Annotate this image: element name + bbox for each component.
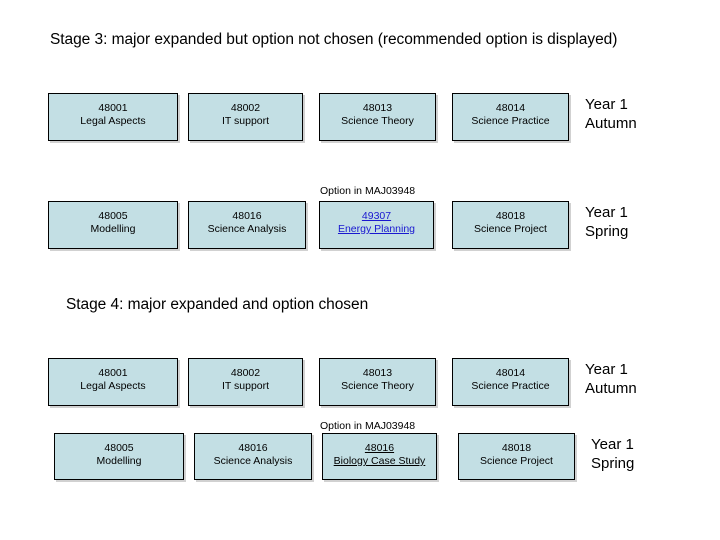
option-note: Option in MAJ03948	[320, 185, 416, 197]
term-season: Spring	[591, 455, 635, 472]
course-code: 48016	[238, 442, 268, 454]
term-label: Year 1 Spring	[585, 203, 628, 241]
term-label: Year 1 Autumn	[585, 360, 637, 398]
course-title: Science Analysis	[213, 455, 293, 467]
term-year: Year 1	[591, 436, 634, 453]
stage-4-heading: Stage 4: major expanded and option chose…	[66, 296, 369, 313]
course-title: Legal Aspects	[80, 380, 146, 392]
course-title: Science Practice	[471, 380, 550, 392]
course-box-option-chosen[interactable]: 48016 Biology Case Study	[322, 433, 437, 480]
course-box[interactable]: 48001 Legal Aspects	[48, 93, 178, 141]
course-code: 48002	[230, 102, 261, 114]
course-code: 48018	[495, 210, 526, 222]
term-season: Autumn	[585, 380, 637, 397]
course-code: 48002	[230, 367, 261, 379]
course-title: Science Theory	[341, 380, 414, 392]
stage-3-heading: Stage 3: major expanded but option not c…	[50, 31, 618, 48]
course-box[interactable]: 48005 Modelling	[48, 201, 178, 249]
course-box[interactable]: 48002 IT support	[188, 358, 303, 406]
option-note: Option in MAJ03948	[320, 420, 416, 432]
course-code: 48014	[495, 102, 526, 114]
course-code: 48014	[495, 367, 526, 379]
course-title: Science Practice	[471, 115, 550, 127]
course-box[interactable]: 48013 Science Theory	[319, 358, 436, 406]
term-year: Year 1	[585, 204, 628, 221]
course-code: 48016	[232, 210, 262, 222]
term-season: Autumn	[585, 115, 637, 132]
course-code: 48001	[98, 102, 128, 114]
term-label: Year 1 Spring	[591, 435, 634, 473]
course-box[interactable]: 48014 Science Practice	[452, 93, 569, 141]
course-code: 48018	[501, 442, 532, 454]
course-code: 48016	[364, 442, 395, 454]
term-season: Spring	[585, 223, 629, 240]
course-code: 48013	[362, 367, 393, 379]
course-box-option-link[interactable]: 49307 Energy Planning	[319, 201, 434, 249]
course-code: 48001	[98, 367, 128, 379]
course-code: 48013	[362, 102, 393, 114]
course-title: Biology Case Study	[333, 455, 426, 467]
term-year: Year 1	[585, 96, 628, 113]
course-box[interactable]: 48016 Science Analysis	[194, 433, 312, 480]
course-box[interactable]: 48005 Modelling	[54, 433, 184, 480]
course-title: Science Theory	[341, 115, 414, 127]
course-code: 49307	[361, 210, 392, 222]
course-box[interactable]: 48001 Legal Aspects	[48, 358, 178, 406]
term-label: Year 1 Autumn	[585, 95, 637, 133]
course-code: 48005	[104, 442, 134, 454]
course-title: IT support	[221, 380, 270, 392]
course-title: Science Project	[480, 455, 553, 467]
course-title: IT support	[221, 115, 270, 127]
course-title: Energy Planning	[337, 223, 416, 235]
course-title: Science Project	[474, 223, 547, 235]
course-box[interactable]: 48013 Science Theory	[319, 93, 436, 141]
course-title: Science Analysis	[207, 223, 287, 235]
course-box[interactable]: 48002 IT support	[188, 93, 303, 141]
term-year: Year 1	[585, 361, 628, 378]
course-box[interactable]: 48018 Science Project	[458, 433, 575, 480]
course-title: Legal Aspects	[80, 115, 146, 127]
course-title: Modelling	[96, 455, 142, 467]
course-box[interactable]: 48016 Science Analysis	[188, 201, 306, 249]
course-box[interactable]: 48014 Science Practice	[452, 358, 569, 406]
course-title: Modelling	[90, 223, 136, 235]
course-box[interactable]: 48018 Science Project	[452, 201, 569, 249]
course-code: 48005	[98, 210, 128, 222]
